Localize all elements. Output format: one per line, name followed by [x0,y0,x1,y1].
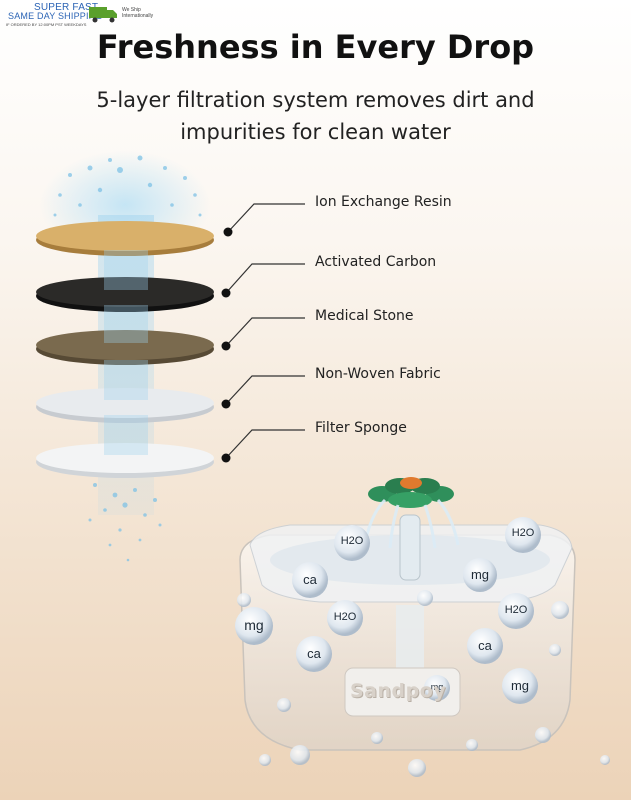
ion-label-h2o: H2O [511,527,535,539]
ion-label-mg: mg [244,617,264,633]
badge-line-2: SAME DAY SHIPPING [8,11,103,21]
layer-label-medical-stone: Medical Stone [315,308,414,324]
shipping-badge: SUPER FAST SAME DAY SHIPPING IF ORDERED … [0,0,160,30]
ion-label-ca: ca [307,646,321,661]
ion-bubbles [235,517,610,777]
ion-label-mg: mg [510,678,530,693]
leader-dot [223,227,233,237]
flower-icon [368,477,454,508]
ion-label-h2o: H2O [333,611,357,623]
page-subtitle: 5-layer filtration system removes dirt a… [96,88,535,144]
brand-logo: Sandpoy [350,680,447,702]
layer-label-activated-carbon: Activated Carbon [315,254,437,270]
ion-label-ca: ca [478,638,492,653]
truck-icon [89,7,117,23]
leader-dot [221,453,231,463]
layer-label-filter-sponge: Filter Sponge [315,420,407,436]
filter-layers [36,221,214,478]
badge-ship-note: We Ship Internationally [122,7,154,19]
ion-label-ca: ca [303,572,317,587]
layer-label-non-woven-fabric: Non-Woven Fabric [315,366,441,382]
ion-label-h2o: H2O [504,604,528,616]
ion-label-h2o: H2O [340,535,364,547]
layer-non-woven-fabric [36,388,214,423]
layer-medical-stone [36,330,214,365]
leader-dot [221,341,231,351]
badge-line-3: IF ORDERED BY 12:00PM PST WEEKDAYS [6,22,87,27]
ion-label-mg: mg [470,567,490,582]
leader-dot [221,399,231,409]
layer-filter-sponge [36,443,214,478]
layer-ion-exchange-resin [36,221,214,256]
layer-label-ion-exchange-resin: Ion Exchange Resin [315,194,452,210]
layer-activated-carbon [36,277,214,312]
ion-label-mg: mg [430,682,444,692]
leader-dot [221,288,231,298]
badge-line-1: SUPER FAST [34,2,99,13]
leader-lines [225,203,305,459]
page-title: Freshness in Every Drop [96,28,535,66]
